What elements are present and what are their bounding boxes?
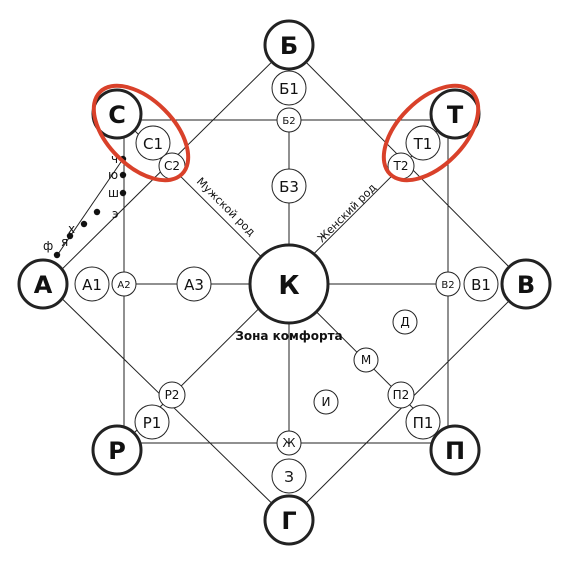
letter-label: ш [108, 186, 119, 200]
node-s: С [91, 88, 143, 140]
letter-label: я [61, 235, 68, 249]
node-z: З [271, 458, 307, 494]
node-p: П [429, 424, 481, 476]
svg-text:Б1: Б1 [279, 80, 299, 98]
node-a1: А1 [74, 266, 110, 302]
svg-text:З: З [284, 468, 294, 486]
letter-dot [80, 220, 88, 228]
female-gender-label: Женский род [315, 181, 379, 245]
node-v1: В1 [463, 266, 499, 302]
svg-text:Р2: Р2 [165, 388, 180, 402]
svg-text:А3: А3 [184, 276, 204, 294]
svg-text:И: И [322, 395, 331, 409]
svg-text:Б2: Б2 [282, 116, 295, 127]
node-zh: Ж [276, 430, 302, 456]
svg-text:Д: Д [400, 315, 409, 329]
node-m: М [353, 347, 379, 373]
letter-path: ф я х э ш ю ч [43, 152, 127, 259]
letter-label: х [68, 222, 75, 236]
highlight-ellipse-t [381, 83, 481, 183]
highlight-ellipse-s [91, 83, 191, 183]
svg-text:П2: П2 [393, 388, 410, 402]
node-r1: Р1 [134, 404, 170, 440]
letter-dot [66, 232, 74, 240]
svg-text:Р: Р [108, 437, 126, 465]
node-s2: С2 [158, 152, 186, 180]
svg-text:Б: Б [280, 32, 298, 60]
node-r: Р [91, 424, 143, 476]
svg-text:А2: А2 [117, 280, 130, 291]
svg-text:С: С [108, 101, 126, 129]
svg-text:В: В [517, 271, 535, 299]
letter-dot [119, 171, 127, 179]
node-g: Г [263, 494, 315, 546]
node-p2: П2 [387, 381, 415, 409]
node-r2: Р2 [158, 381, 186, 409]
svg-text:Р1: Р1 [143, 414, 162, 432]
svg-text:С2: С2 [164, 159, 180, 173]
svg-text:А1: А1 [82, 276, 102, 294]
node-a3: А3 [176, 266, 212, 302]
svg-text:К: К [278, 271, 299, 301]
node-b3: Б3 [271, 168, 307, 204]
svg-text:Ж: Ж [283, 436, 296, 450]
diagram-nodes: Б С Т А В Р П Г К Б1 Б3 С1 Т1 А1 А3 В1 Р… [17, 19, 552, 546]
svg-text:В1: В1 [471, 276, 491, 294]
node-i: И [313, 389, 339, 415]
svg-text:С1: С1 [143, 135, 163, 153]
node-t: Т [429, 88, 481, 140]
male-gender-label: Мужской род [194, 175, 258, 239]
node-a2: А2 [111, 271, 137, 297]
letter-dot [119, 189, 127, 197]
comfort-zone-label: Зона комфорта [235, 329, 342, 343]
letter-label: э [112, 207, 119, 221]
node-v2: В2 [435, 271, 461, 297]
svg-text:А: А [34, 271, 53, 299]
letter-dot [93, 208, 101, 216]
svg-text:П: П [445, 437, 465, 465]
letter-label: ч [111, 152, 118, 166]
svg-text:Т1: Т1 [413, 135, 433, 153]
node-b1: Б1 [271, 70, 307, 106]
node-p1: П1 [405, 404, 441, 440]
svg-text:Б3: Б3 [279, 178, 299, 196]
node-a: А [17, 258, 69, 310]
svg-text:Т: Т [447, 101, 464, 129]
node-b2: Б2 [276, 107, 302, 133]
letter-dot [53, 251, 61, 259]
node-d: Д [392, 309, 418, 335]
svg-text:Т2: Т2 [393, 159, 409, 173]
letter-label: ю [108, 168, 118, 182]
svg-text:Г: Г [281, 507, 296, 535]
letter-path-line [55, 158, 124, 258]
svg-text:М: М [361, 353, 371, 367]
svg-text:В2: В2 [441, 280, 454, 291]
node-s1: С1 [135, 125, 171, 161]
svg-text:П1: П1 [413, 414, 434, 432]
node-t1: Т1 [405, 125, 441, 161]
node-b: Б [263, 19, 315, 71]
node-k: К [248, 243, 330, 325]
node-v: В [500, 258, 552, 310]
letter-label: ф [43, 239, 53, 253]
